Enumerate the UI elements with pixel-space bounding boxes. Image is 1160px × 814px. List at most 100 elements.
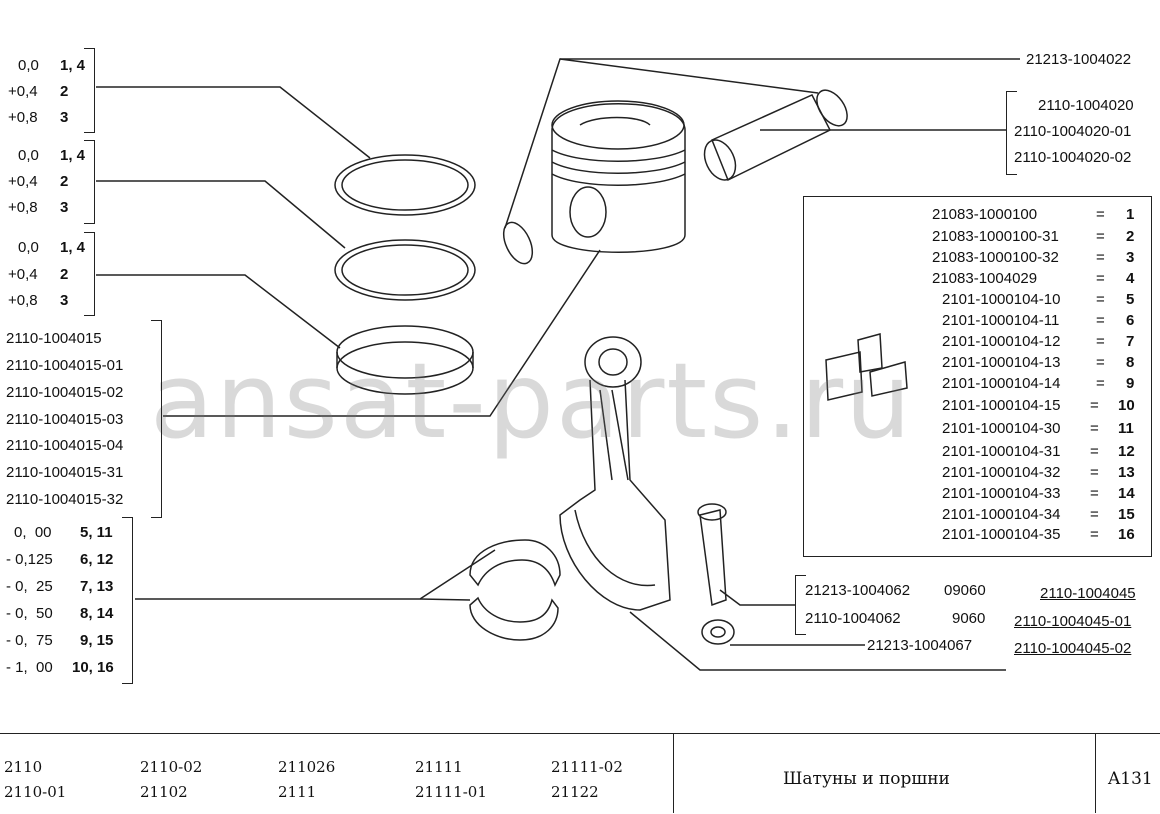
- ring-code: 2: [60, 266, 69, 283]
- legend-num: 10: [1118, 397, 1135, 414]
- rod-small-end: [584, 336, 642, 388]
- circlip-part-number: 21213-1004022: [1026, 51, 1132, 68]
- legend-eq: =: [1096, 375, 1105, 392]
- legend-part: 2101-1000104-35: [942, 526, 1061, 543]
- page-title: Шатуны и поршни: [783, 769, 950, 789]
- ring-size: 0,0: [18, 239, 39, 256]
- legend-part: 2101-1000104-10: [942, 291, 1061, 308]
- legend-eq: =: [1096, 333, 1105, 350]
- legend-part: 2101-1000104-30: [942, 420, 1061, 437]
- ring-2-inner: [341, 244, 469, 296]
- ring-size: +0,4: [8, 83, 38, 100]
- footer-divider-2: [1095, 734, 1096, 813]
- ring-size: +0,8: [8, 292, 38, 309]
- legend-num: 13: [1118, 464, 1135, 481]
- bearing-lower: [469, 596, 559, 641]
- legend-part: 2101-1000104-15: [942, 397, 1061, 414]
- part-number: 2110-1004015-31: [6, 464, 124, 481]
- legend-eq: =: [1096, 249, 1105, 266]
- circlip-right: [816, 89, 848, 127]
- ring-2-outer: [334, 239, 476, 301]
- legend-part: 21083-1000100: [932, 206, 1038, 223]
- part-number: 2110-1004015-32: [6, 491, 124, 508]
- bracket: [122, 517, 133, 684]
- leader-ring-1: [96, 86, 371, 159]
- legend-part: 2101-1000104-11: [942, 312, 1060, 329]
- ring-size: 0,0: [18, 147, 39, 164]
- part-number: 2110-1004015-03: [6, 411, 124, 428]
- ring-1-outer: [334, 154, 476, 216]
- bearing-size: 0, 00: [14, 524, 52, 541]
- bracket: [84, 48, 95, 133]
- ring-code: 1, 4: [60, 147, 86, 164]
- part-note: 9060: [952, 610, 986, 627]
- legend-bearing-icon: [825, 351, 863, 401]
- leader-rod: [629, 611, 1006, 671]
- bearing-code: 7, 13: [80, 578, 114, 595]
- legend-eq: =: [1096, 312, 1105, 329]
- leader-ring-2: [96, 180, 346, 249]
- legend-part: 21083-1004029: [932, 270, 1038, 287]
- part-number: 2110-1004020-01: [1014, 123, 1132, 140]
- legend-eq: =: [1096, 270, 1105, 287]
- legend-eq: =: [1090, 464, 1099, 481]
- legend-eq: =: [1090, 485, 1099, 502]
- legend-num: 2: [1126, 228, 1135, 245]
- legend-eq: =: [1096, 228, 1105, 245]
- model-code: 21111-01: [415, 783, 487, 801]
- part-number: 2110-1004045-02: [1014, 640, 1132, 657]
- ring-code: 2: [60, 83, 69, 100]
- bearing-code: 8, 14: [80, 605, 114, 622]
- model-code: 211026: [278, 758, 336, 776]
- legend-num: 3: [1126, 249, 1135, 266]
- legend-eq: =: [1096, 206, 1105, 223]
- part-number: 2110-1004045: [1040, 585, 1136, 602]
- ring-code: 3: [60, 199, 69, 216]
- bearing-code: 10, 16: [72, 659, 114, 676]
- part-number: 2110-1004020-02: [1014, 149, 1132, 166]
- legend-num: 5: [1126, 291, 1135, 308]
- model-code: 2110-02: [140, 758, 203, 776]
- rod-shank: [559, 379, 671, 611]
- footer-divider-1: [673, 734, 674, 813]
- legend-eq: =: [1090, 420, 1099, 437]
- ring-code: 3: [60, 292, 69, 309]
- ring-size: +0,8: [8, 199, 38, 216]
- bearing-size: - 0, 25: [6, 578, 53, 595]
- legend-num: 1: [1126, 206, 1135, 223]
- ring-size: +0,4: [8, 173, 38, 190]
- part-note: 09060: [944, 582, 986, 599]
- leader-bolt: [719, 589, 795, 606]
- bracket: [151, 320, 162, 518]
- legend-eq: =: [1090, 397, 1099, 414]
- legend-num: 14: [1118, 485, 1135, 502]
- bearing-code: 9, 15: [80, 632, 114, 649]
- bearing-upper: [469, 539, 561, 587]
- legend-eq: =: [1096, 354, 1105, 371]
- ring-code: 3: [60, 109, 69, 126]
- ring-code: 1, 4: [60, 239, 86, 256]
- piston-body: [551, 103, 686, 253]
- ring-size: +0,8: [8, 109, 38, 126]
- legend-box: [803, 196, 1152, 557]
- bearing-size: - 0, 50: [6, 605, 53, 622]
- legend-part: 2101-1000104-13: [942, 354, 1061, 371]
- legend-part: 2101-1000104-12: [942, 333, 1061, 350]
- model-code: 21111: [415, 758, 463, 776]
- legend-part: 2101-1000104-14: [942, 375, 1061, 392]
- bracket: [84, 140, 95, 224]
- circlip-left: [502, 221, 534, 265]
- ring-1-inner: [341, 159, 469, 211]
- part-number: 2110-1004062: [805, 610, 901, 627]
- legend-part: 2101-1000104-31: [942, 443, 1061, 460]
- leader-ring-3: [96, 274, 341, 349]
- bracket: [795, 575, 806, 635]
- part-number: 2110-1004045-01: [1014, 613, 1132, 630]
- leader-circlip-right: [559, 58, 819, 94]
- legend-part: 21083-1000100-32: [932, 249, 1059, 266]
- part-number: 21213-1004062: [805, 582, 911, 599]
- ring-code: 1, 4: [60, 57, 86, 74]
- part-number: 2110-1004020: [1038, 97, 1134, 114]
- bearing-code: 5, 11: [80, 524, 113, 541]
